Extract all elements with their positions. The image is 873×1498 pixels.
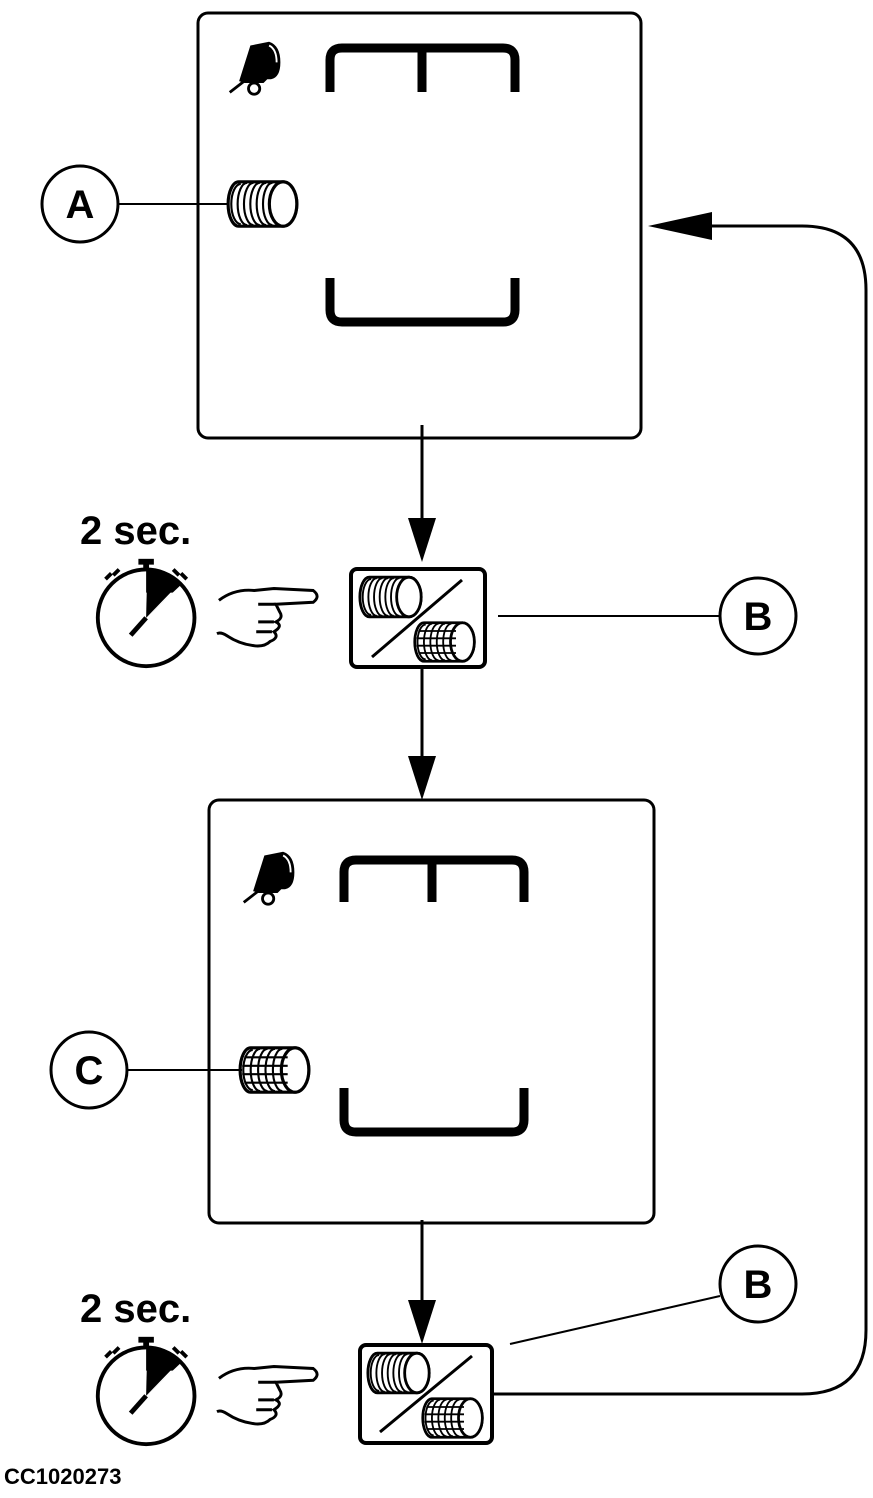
- key-twine-roll-icon: [358, 575, 423, 619]
- twine-roll-icon: [226, 180, 299, 228]
- display-bracket-top: [325, 43, 520, 92]
- pointing-hand-icon-top: [215, 587, 319, 648]
- timer-top: 2 sec.: [80, 509, 319, 666]
- callout-b-bottom: B: [509, 1244, 798, 1345]
- callout-c-letter: C: [75, 1049, 104, 1093]
- return-loop-arrow: [492, 212, 868, 1396]
- display-bracket-bottom: [325, 278, 520, 327]
- key-net-roll-icon: [413, 621, 476, 663]
- top-display-panel: [196, 11, 643, 440]
- callout-b-bottom-letter: B: [744, 1263, 773, 1307]
- stopwatch-icon-top: [98, 559, 195, 666]
- callout-a-letter: A: [66, 183, 95, 227]
- net-roll-icon: [238, 1046, 311, 1094]
- key-net-roll-icon-2: [421, 1397, 484, 1439]
- arrow-panel2-to-key2: [408, 1220, 436, 1344]
- display-bracket-top-2: [339, 855, 529, 902]
- pointing-hand-icon-bottom: [215, 1365, 319, 1426]
- arrow-panel1-to-key1: [408, 425, 436, 562]
- top-twine-net-toggle-key[interactable]: [349, 567, 487, 669]
- stopwatch-icon-bottom: [98, 1337, 195, 1444]
- arrow-key1-to-panel2: [408, 667, 436, 800]
- timer-top-label: 2 sec.: [80, 509, 191, 553]
- callout-b-top-letter: B: [744, 595, 773, 639]
- bottom-twine-net-toggle-key[interactable]: [358, 1343, 494, 1445]
- callout-a: A: [40, 164, 228, 244]
- callout-b-top: B: [498, 576, 798, 656]
- figure-code: CC1020273: [4, 1464, 121, 1489]
- timer-bottom: 2 sec.: [80, 1287, 319, 1444]
- callout-c: C: [49, 1030, 242, 1110]
- display-bracket-bottom-2: [339, 1088, 529, 1137]
- timer-bottom-label: 2 sec.: [80, 1287, 191, 1331]
- key-twine-roll-icon-2: [366, 1351, 431, 1395]
- bottom-display-panel: [207, 798, 656, 1225]
